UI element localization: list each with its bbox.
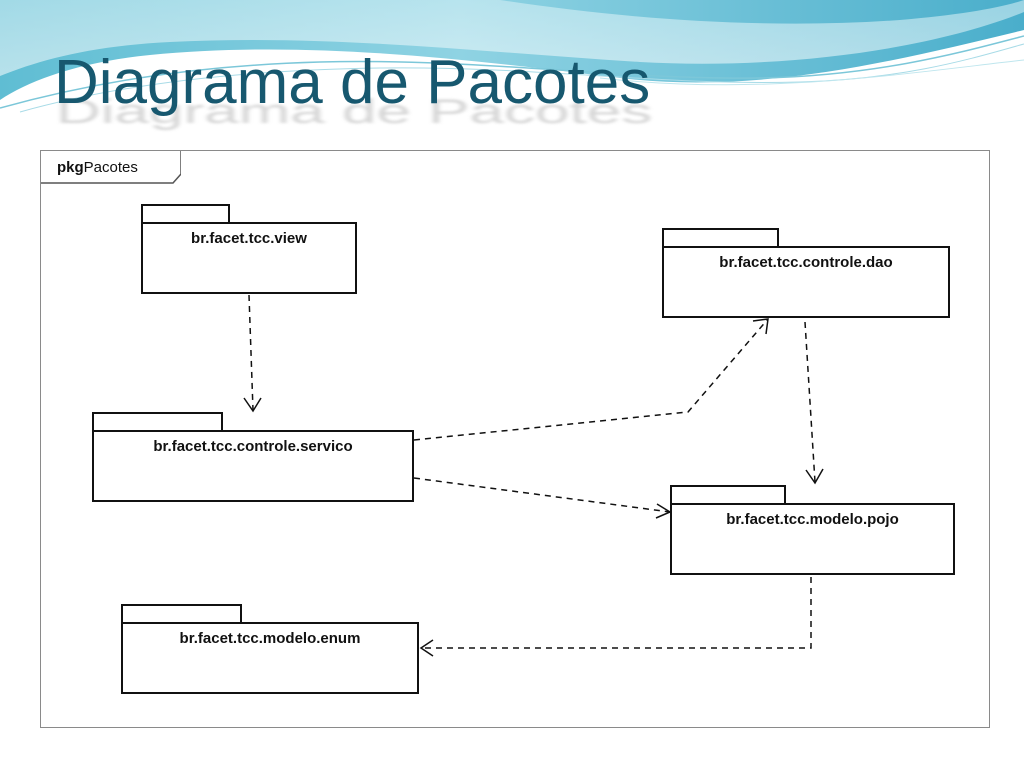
frame-name: Pacotes (83, 159, 138, 176)
package-name: br.facet.tcc.controle.servico (153, 438, 353, 455)
header-wave-decoration (0, 0, 1024, 113)
package-controle-dao: br.facet.tcc.controle.dao (662, 228, 950, 318)
arrowhead-pojo-to-enum (419, 639, 434, 657)
package-view: br.facet.tcc.view (141, 204, 357, 294)
frame-tab-outline (41, 151, 181, 184)
arrowhead-servico-to-dao (752, 318, 769, 335)
header-wave-highlight (0, 0, 1024, 76)
dependency-servico-to-pojo (413, 477, 671, 513)
slide-title: Diagrama de Pacotes (54, 48, 651, 117)
package-body: br.facet.tcc.view (141, 222, 357, 294)
package-body: br.facet.tcc.modelo.pojo (670, 503, 955, 575)
package-tab (662, 228, 779, 246)
package-modelo-pojo: br.facet.tcc.modelo.pojo (670, 485, 955, 575)
package-tab (121, 604, 242, 622)
header-wave-line-3 (599, 59, 1024, 86)
package-tab (141, 204, 230, 222)
package-name: br.facet.tcc.view (191, 230, 307, 247)
package-body: br.facet.tcc.controle.dao (662, 246, 950, 318)
package-modelo-enum: br.facet.tcc.modelo.enum (121, 604, 419, 694)
package-controle-servico: br.facet.tcc.controle.servico (92, 412, 414, 502)
arrowhead-dao-to-pojo (805, 468, 824, 485)
arrowhead-view-to-servico (243, 397, 262, 413)
package-tab (92, 412, 223, 430)
package-name: br.facet.tcc.modelo.pojo (726, 511, 899, 528)
slide-title-reflection: Diagrama de Pacotes (56, 92, 653, 131)
package-body: br.facet.tcc.controle.servico (92, 430, 414, 502)
dependency-view-to-servico (248, 294, 254, 411)
package-body: br.facet.tcc.modelo.enum (121, 622, 419, 694)
arrowhead-servico-to-pojo (655, 503, 672, 519)
frame-tab-label: pkgPacotes (57, 159, 138, 176)
header-wave-line-1 (0, 35, 1024, 109)
dependency-servico-to-dao (413, 318, 769, 441)
package-name: br.facet.tcc.controle.dao (719, 254, 893, 271)
frame-keyword: pkg (57, 159, 84, 176)
dependency-dao-to-pojo (804, 321, 816, 483)
package-name: br.facet.tcc.modelo.enum (179, 630, 361, 647)
package-tab (670, 485, 786, 503)
header-wave-line-2 (19, 43, 1024, 113)
dependency-pojo-to-enum (421, 577, 812, 649)
